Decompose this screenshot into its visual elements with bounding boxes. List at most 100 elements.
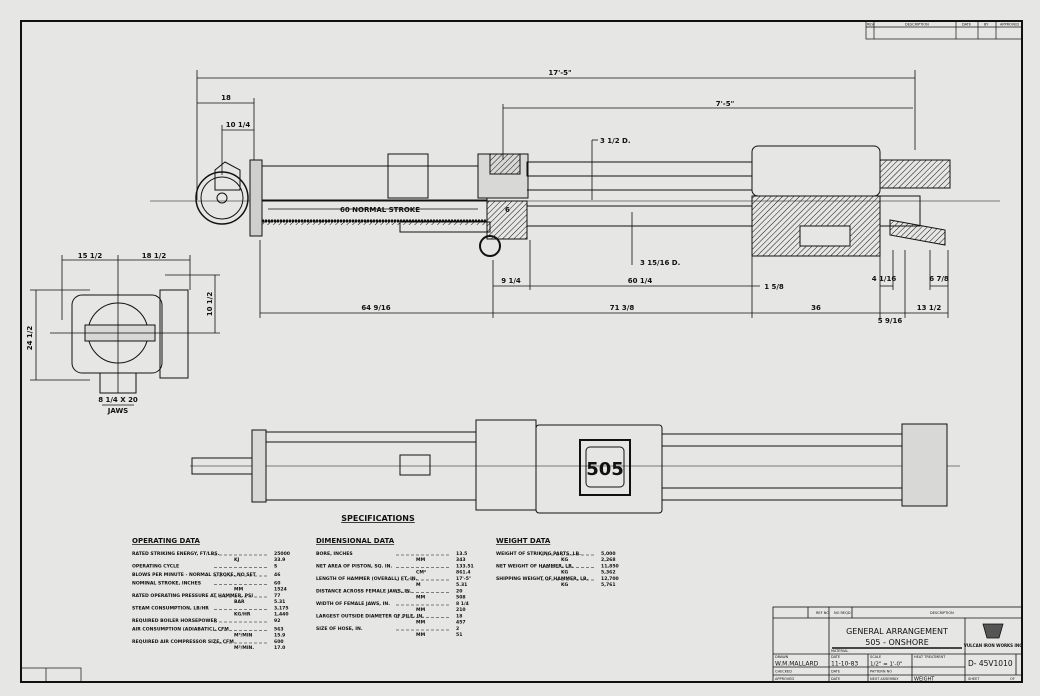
spec-value: 20: [456, 589, 462, 595]
spec-value2: 5,761: [601, 582, 616, 588]
spec-label: DISTANCE ACROSS FEMALE JAWS, IN.: [316, 589, 412, 595]
checked-label: CHECKED: [775, 670, 792, 674]
spec-label: NET WEIGHT OF HAMMER, LB.: [496, 564, 574, 570]
dim-gap: 6: [505, 206, 510, 214]
spec-unit2: KG/HR: [234, 612, 251, 618]
material-label: MATERIAL: [831, 649, 848, 653]
spec-label: WEIGHT OF STRIKING PARTS, LB.: [496, 551, 581, 557]
spec-value2: 210: [456, 607, 466, 613]
spec-value2: 2,268: [601, 557, 616, 563]
drawn-label: DRAWN: [775, 655, 789, 659]
spec-value2: 1,440: [274, 612, 289, 618]
weight-title: WEIGHT DATA: [496, 537, 551, 545]
spec-value2: 51: [456, 632, 462, 638]
rev-date-header: DATE: [962, 23, 971, 27]
spec-value2: 5.31: [456, 582, 467, 588]
ref-no-label: REF NO: [816, 611, 829, 615]
spec-unit2: KG: [561, 557, 569, 563]
dimension-lines: [196, 70, 949, 318]
spec-value2: 15.9: [274, 633, 285, 639]
dim-row1-b: 60 1/4: [628, 277, 653, 285]
drawing-border: [20, 20, 1023, 683]
spec-value: 5,000: [601, 551, 616, 557]
rev-header: REV: [867, 23, 875, 27]
spec-label: WIDTH OF FEMALE JAWS, IN.: [316, 601, 390, 607]
spec-label: SHIPPING WEIGHT OF HAMMER, LB.: [496, 576, 589, 582]
approved-date-label: DATE: [831, 677, 840, 681]
dim-upper-span: 7'-5": [716, 100, 734, 108]
spec-value: 600: [274, 639, 284, 645]
spec-value2: 861.4: [456, 570, 471, 576]
dim-row2-e: 13 1/2: [917, 304, 942, 312]
scale-value: 1/2" = 1'-0": [870, 662, 903, 668]
end-right-height: 10 1/2: [206, 292, 214, 317]
dim-row1-e: 6 7/8: [929, 275, 949, 283]
checked-date-label: DATE: [831, 670, 840, 674]
drawing-subtitle: 505 - ONSHORE: [865, 638, 929, 647]
spec-value: 13.5: [456, 551, 467, 557]
end-right-width: 18 1/2: [142, 252, 167, 260]
dim-lower-rod-diameter: 3 15/16 D.: [640, 259, 680, 267]
specifications-title: SPECIFICATIONS: [341, 514, 415, 523]
spec-value: 77: [274, 593, 280, 599]
spec-label: SIZE OF HOSE, IN.: [316, 626, 363, 632]
elevation-view: [150, 145, 1000, 257]
dim-left-offset: 18: [221, 94, 231, 102]
spec-value: 133.51: [456, 564, 474, 570]
dim-row1-d: 4 1/16: [872, 275, 897, 283]
spec-unit2: M: [416, 582, 421, 588]
dim-row2-a: 64 9/16: [361, 304, 390, 312]
spec-value: 563: [274, 627, 284, 633]
spec-value2: 508: [456, 595, 466, 601]
spec-unit2: BAR: [234, 599, 245, 605]
company-name: VULCAN IRON WORKS INC: [964, 643, 1022, 648]
drawing-title: GENERAL ARRANGEMENT: [846, 627, 948, 636]
end-height: 24 1/2: [26, 326, 34, 351]
dim-normal-stroke: 60 NORMAL STROKE: [340, 206, 420, 214]
rev-description-header: DESCRIPTION: [905, 23, 929, 27]
spec-unit2: KG: [561, 582, 569, 588]
spec-unit2: KJ: [234, 557, 240, 563]
spec-value2: 1524: [274, 587, 287, 593]
scale-label: SCALE: [870, 655, 881, 659]
drawn-date: 11-10-83: [831, 661, 858, 668]
spec-label: LARGEST OUTSIDE DIAMETER OF PILE, IN.: [316, 614, 424, 620]
spec-label: LENGTH OF HAMMER (OVERALL) FT.-IN.: [316, 576, 418, 582]
spec-unit2: MM: [416, 620, 426, 626]
spec-value: 60: [274, 581, 280, 587]
spec-value: S: [274, 564, 277, 570]
spec-value: 17'-5": [456, 576, 471, 582]
spec-value: 18: [456, 614, 462, 620]
weight-label: WEIGHT: [914, 677, 935, 683]
jaws-label: JAWS: [107, 407, 128, 415]
spec-value2: 5.31: [274, 599, 285, 605]
model-plate: 505: [586, 459, 624, 480]
spec-value2: 457: [456, 620, 466, 626]
spec-label: BLOWS PER MINUTE - NORMAL STROKE, NO SET: [132, 572, 257, 578]
spec-unit2: M³/MIN: [234, 633, 253, 639]
spec-unit2: MM: [416, 607, 426, 613]
spec-value: 2: [456, 626, 459, 632]
of-label: OF: [1010, 677, 1015, 681]
pattern-label: PATTERN NO: [870, 670, 892, 674]
spec-unit2: CM²: [416, 570, 426, 576]
next-assembly-label: NEXT ASSEMBLY: [870, 677, 899, 681]
spec-label: STEAM CONSUMPTION, LB/HR: [132, 606, 209, 612]
spec-label: RATED STRIKING ENERGY, FT/LBS.: [132, 551, 220, 557]
spec-label: NET AREA OF PISTON, SQ. IN.: [316, 564, 392, 570]
dim-row1-c: 1 5/8: [764, 283, 784, 291]
heat-treatment-label: HEAT TREATMENT: [914, 655, 946, 659]
dim-row1-a: 9 1/4: [501, 277, 521, 285]
spec-value: 12,700: [601, 576, 619, 582]
no-reqd-label: NO REQD: [834, 611, 851, 615]
revision-block: REV DESCRIPTION DATE BY APPROVED: [865, 20, 1023, 40]
spec-value: 8 1/4: [456, 601, 469, 607]
spec-unit2: MM: [416, 632, 426, 638]
spec-value: 11,850: [601, 564, 619, 570]
spec-label: NOMINAL STROKE, INCHES: [132, 581, 201, 587]
spec-value: 46: [274, 572, 280, 578]
dim-row2-b: 71 3/8: [610, 304, 635, 312]
spec-label: RATED OPERATING PRESSURE AT HAMMER, PSI: [132, 593, 253, 599]
